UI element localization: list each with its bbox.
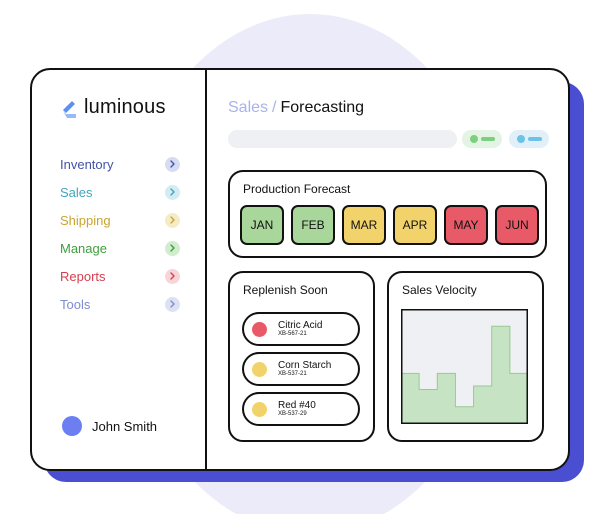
sales-velocity-chart (401, 309, 528, 424)
item-name: Red #40 (278, 400, 316, 411)
sidebar-item-label: Tools (60, 296, 91, 312)
status-dot (252, 361, 267, 377)
month-chip-may[interactable]: MAY (444, 205, 488, 245)
month-chip-feb[interactable]: FEB (291, 205, 335, 245)
sidebar-item-manage[interactable]: Manage (60, 234, 180, 262)
luminous-logo-icon (63, 100, 76, 118)
avatar (62, 416, 82, 436)
main-content: Sales/Forecasting Production Forecast JA… (209, 70, 568, 469)
chevron-right-icon[interactable] (165, 296, 180, 312)
status-toggle-green[interactable] (462, 130, 502, 148)
breadcrumb-sales[interactable]: Sales (228, 99, 269, 116)
chevron-right-icon[interactable] (165, 184, 180, 200)
status-dot (252, 401, 267, 417)
sales-velocity-card: Sales Velocity (387, 271, 544, 442)
user-profile[interactable]: John Smith (62, 416, 157, 436)
velocity-area-series (401, 325, 528, 424)
month-chip-apr[interactable]: APR (393, 205, 437, 245)
replenish-soon-title: Replenish Soon (243, 283, 328, 297)
sidebar-item-label: Reports (60, 268, 106, 284)
chevron-right-icon[interactable] (165, 240, 180, 256)
sidebar-item-label: Shipping (60, 212, 111, 228)
item-name: Citric Acid (278, 320, 323, 331)
chevron-right-icon[interactable] (165, 212, 180, 228)
sidebar-item-shipping[interactable]: Shipping (60, 206, 180, 234)
toggle-dot (469, 135, 478, 143)
toggle-bar (480, 137, 495, 141)
velocity-step-2 (419, 390, 437, 425)
sidebar-item-sales[interactable]: Sales (60, 178, 180, 206)
search-bar[interactable] (228, 130, 457, 148)
item-code: XB-537-21 (278, 371, 307, 377)
velocity-step-7 (510, 373, 528, 424)
toggle-bar (527, 137, 542, 141)
sidebar-item-inventory[interactable]: Inventory (60, 150, 180, 178)
sales-velocity-title: Sales Velocity (402, 283, 477, 297)
production-forecast-title: Production Forecast (243, 182, 351, 196)
logo[interactable]: luminous (60, 96, 166, 119)
sidebar-item-label: Manage (60, 240, 107, 256)
velocity-step-5 (474, 386, 492, 424)
chart-frame (401, 309, 528, 424)
month-chip-jun[interactable]: JUN (495, 205, 539, 245)
item-code: XB-537-29 (278, 411, 307, 417)
velocity-step-6 (492, 326, 510, 424)
toggle-dot (516, 135, 525, 143)
sidebar-item-label: Sales (60, 184, 93, 200)
chevron-right-icon[interactable] (165, 156, 180, 172)
velocity-step-3 (437, 373, 455, 424)
velocity-step-1 (401, 373, 419, 424)
sidebar-item-label: Inventory (60, 156, 114, 172)
sidebar-item-reports[interactable]: Reports (60, 262, 180, 290)
velocity-step-4 (455, 407, 473, 424)
user-name: John Smith (92, 418, 158, 434)
sidebar-item-tools[interactable]: Tools (60, 290, 180, 318)
item-code: XB-567-21 (278, 331, 307, 337)
breadcrumb-forecasting: Forecasting (280, 99, 365, 116)
app-name: luminous (84, 96, 166, 118)
status-dot (252, 321, 267, 337)
breadcrumb: Sales/Forecasting (228, 99, 364, 117)
chevron-right-icon[interactable] (165, 268, 180, 284)
status-toggle-blue[interactable] (509, 130, 549, 148)
month-chip-jan[interactable]: JAN (240, 205, 284, 245)
item-name: Corn Starch (278, 360, 332, 371)
month-chip-mar[interactable]: MAR (342, 205, 386, 245)
breadcrumb-separator: / (272, 99, 277, 116)
